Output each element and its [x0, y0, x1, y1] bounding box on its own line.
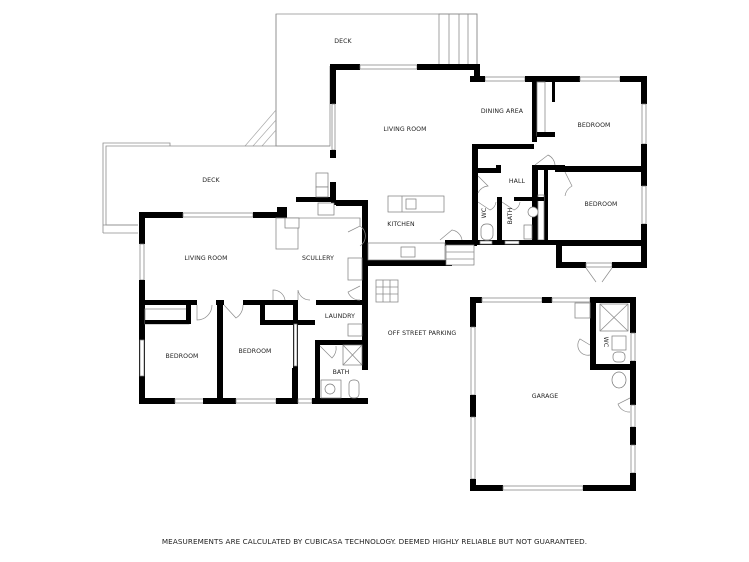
- garage-walls: [470, 297, 636, 491]
- disclaimer-footer: MEASUREMENTS ARE CALCULATED BY CUBICASA …: [161, 537, 588, 546]
- doors-west: [196, 225, 463, 359]
- label-deck-left: DECK: [202, 177, 220, 184]
- label-deck-top: DECK: [334, 38, 352, 45]
- label-scullery: SCULLERY: [302, 255, 334, 262]
- label-kitchen: KITCHEN: [387, 221, 415, 228]
- label-off-street-parking: OFF STREET PARKING: [388, 330, 457, 337]
- label-wc-garage: WC: [602, 337, 609, 348]
- kitchen-fixtures: [315, 172, 475, 266]
- label-hall: HALL: [509, 178, 526, 185]
- west-wing-walls: [139, 207, 399, 404]
- label-bath-south: BATH: [333, 369, 350, 376]
- room-labels: DECK DECK LIVING ROOM DINING AREA BEDROO…: [166, 38, 618, 400]
- label-dining-area: DINING AREA: [481, 108, 524, 115]
- label-bedroom-sw: BEDROOM: [166, 353, 199, 360]
- bath-fixtures-main: [480, 206, 539, 241]
- label-wc-main: WC: [481, 208, 488, 219]
- deck-left: [102, 142, 330, 234]
- label-living-room-west: LIVING ROOM: [184, 255, 227, 262]
- label-garage: GARAGE: [532, 393, 559, 400]
- main-walls: [296, 64, 647, 268]
- label-bedroom-ne: BEDROOM: [578, 122, 611, 129]
- doors-main: [477, 154, 613, 283]
- label-bedroom-s: BEDROOM: [239, 348, 272, 355]
- deck-top: [244, 13, 478, 147]
- label-laundry: LAUNDRY: [325, 313, 355, 320]
- label-bath-main: BATH: [507, 207, 514, 224]
- label-living-room-main: LIVING ROOM: [383, 126, 426, 133]
- label-bedroom-east: BEDROOM: [585, 201, 618, 208]
